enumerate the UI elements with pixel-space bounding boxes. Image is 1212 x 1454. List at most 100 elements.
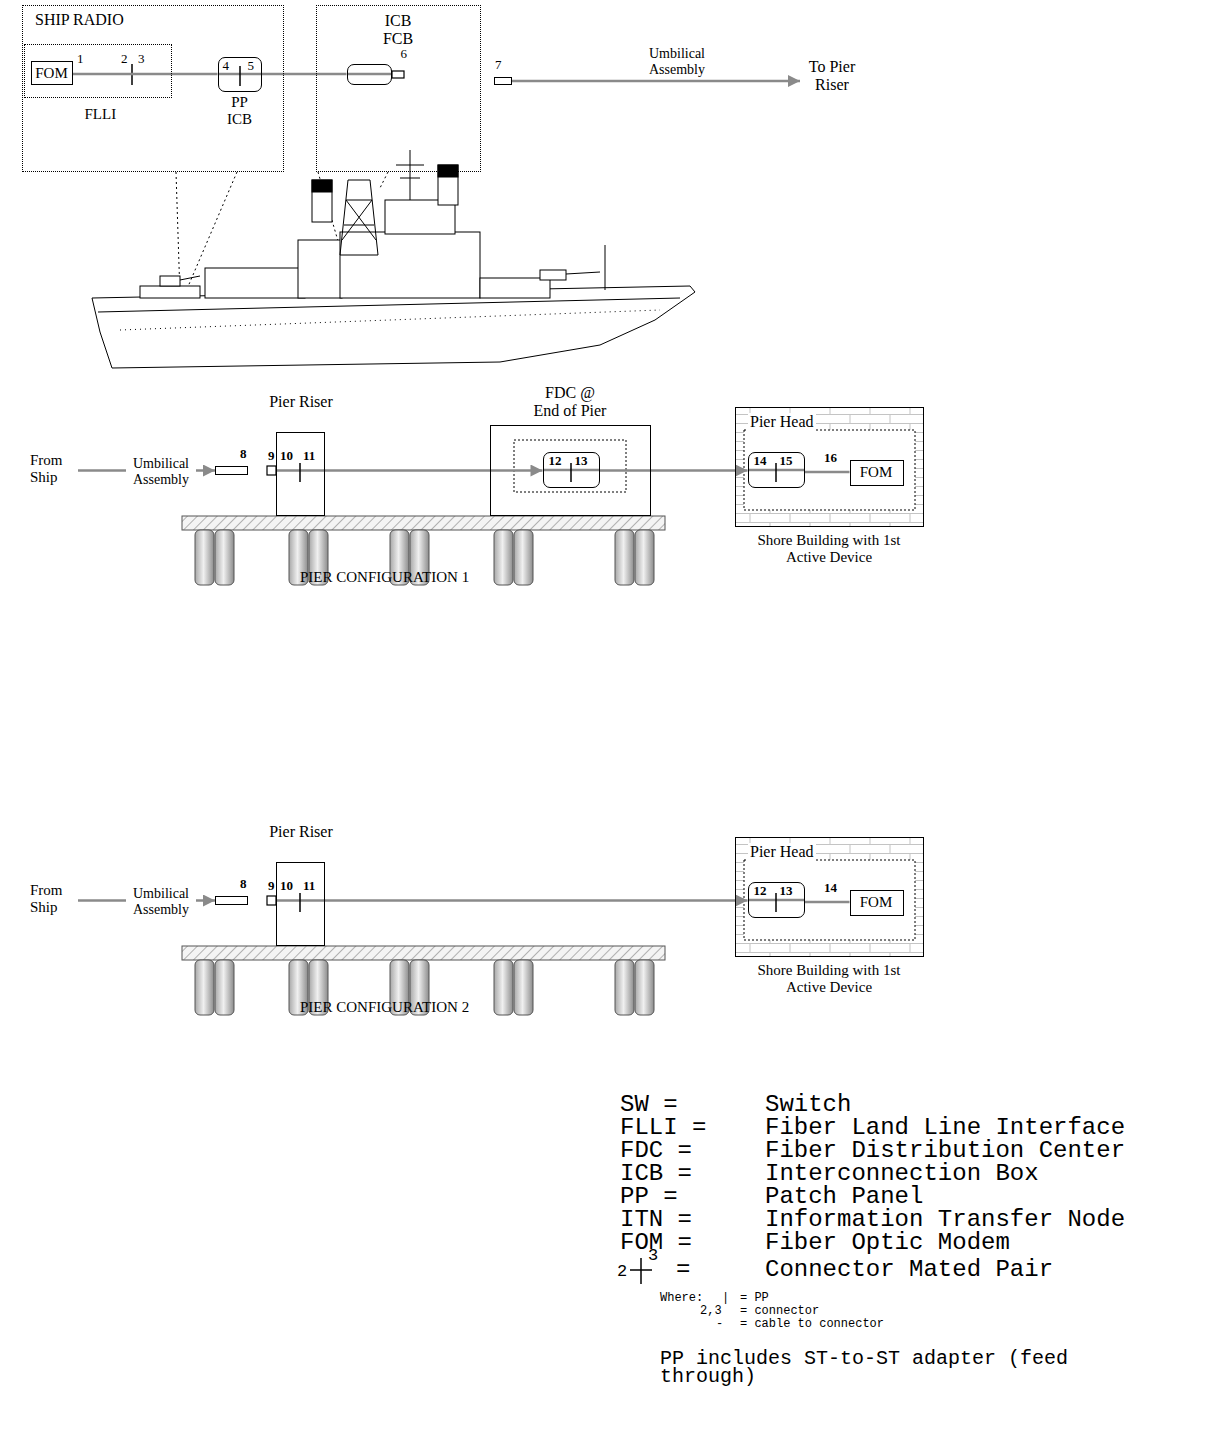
node-label: To Pier Riser (800, 58, 864, 94)
node-label: FOM (860, 464, 893, 481)
note-text: = connector (740, 1305, 819, 1317)
callout-number: 1 (77, 51, 84, 67)
legend-value: Fiber Optic Modem (765, 1231, 1010, 1255)
pier-head-building: Pier HeadShore Building with 1st Active … (735, 837, 924, 957)
modem-box: FOM (31, 61, 73, 85)
pier-head-building: Pier HeadShore Building with 1st Active … (735, 407, 924, 527)
legend-key: ICB = (620, 1162, 692, 1186)
callout-number: 11 (303, 448, 315, 464)
connector-block: 8 (215, 896, 248, 905)
patch-panel: 1213 (748, 882, 805, 918)
callout-number: 2 (121, 51, 128, 67)
callout-number: 14 (824, 880, 837, 896)
fiber-cable (325, 899, 748, 902)
fiber-cable (73, 73, 218, 76)
callout-number: 11 (303, 878, 315, 894)
pier-riser: Pier Riser91011 (276, 862, 325, 946)
node-label: SHIP RADIO (35, 11, 124, 29)
interconnection-box: 6 (347, 64, 392, 85)
pier-structure (182, 407, 924, 1015)
cable-label: Umbilical Assembly (640, 46, 714, 78)
source-label: From Ship (30, 452, 78, 488)
node-label: From Ship (30, 452, 78, 486)
node-label: Pier Riser (263, 393, 339, 411)
callout-number: 10 (280, 878, 293, 894)
pier-riser: Pier Riser91011 (276, 432, 325, 516)
callout-number: 13 (575, 453, 588, 469)
flli-region: FLLIFOM (24, 44, 172, 98)
legend-key: = (676, 1258, 690, 1282)
config-title: PIER CONFIGURATION 1 (300, 569, 469, 586)
legend-value: Connector Mated Pair (765, 1258, 1053, 1282)
legend-key: SW = (620, 1093, 678, 1117)
fdc-inner-panel (514, 440, 626, 492)
callout-number: 3 (138, 51, 145, 67)
icb-region: ICB FCB6 (316, 5, 481, 172)
legend-value: Switch (765, 1093, 851, 1117)
fiber-cable (325, 469, 543, 472)
callout-number: 12 (549, 453, 562, 469)
note-text: = PP (740, 1292, 769, 1304)
note-text: PP includes ST-to-ST adapter (feed throu… (660, 1350, 1140, 1386)
callout-number: 7 (495, 57, 502, 73)
note-text: 2,3 (700, 1305, 722, 1317)
patch-panel: 12 13 (543, 452, 600, 488)
node-label: FOM (860, 894, 893, 911)
node-label: Shore Building with 1st Active Device (749, 962, 909, 996)
destination-label: To Pier Riser (800, 56, 864, 100)
fiber-cable (262, 73, 347, 76)
ship-illustration (92, 150, 695, 368)
callout-number: 14 (754, 453, 767, 469)
fdc-housing: FDC @ End of Pier1213 (490, 425, 651, 516)
legend-key: PP = (620, 1185, 678, 1209)
callout-number: 12 (754, 883, 767, 899)
connector-block: 7 (494, 77, 512, 85)
node-label: Pier Head (748, 413, 816, 431)
note-text: Where: (660, 1292, 703, 1304)
legend-key: FDC = (620, 1139, 692, 1163)
modem-box: FOM (850, 890, 904, 916)
fiber-cable (512, 80, 800, 83)
cable-label: Umbilical Assembly (126, 456, 196, 488)
fiber-cable (805, 471, 850, 474)
note-text: - (716, 1318, 723, 1330)
node-label: Shore Building with 1st Active Device (749, 532, 909, 566)
legend-symbol-number: 2 (617, 1262, 627, 1281)
legend-symbol-number: 3 (648, 1246, 658, 1265)
node-label: ICB FCB (378, 12, 418, 48)
callout-number: 8 (240, 446, 247, 462)
legend-value: Interconnection Box (765, 1162, 1039, 1186)
legend-value: Fiber Distribution Center (765, 1139, 1125, 1163)
note-text: | (722, 1292, 729, 1304)
legend-value: Fiber Land Line Interface (765, 1116, 1125, 1140)
cable-label: Umbilical Assembly (126, 886, 196, 918)
node-label: Pier Riser (263, 823, 339, 841)
callout-number: 16 (824, 450, 837, 466)
node-label: FLLI (85, 106, 117, 123)
legend-value: Information Transfer Node (765, 1208, 1125, 1232)
legend-key: FLLI = (620, 1116, 706, 1140)
node-label: FOM (35, 65, 68, 82)
callout-number: 9 (268, 878, 275, 894)
connector-block: 8 (215, 466, 248, 475)
legend-key: ITN = (620, 1208, 692, 1232)
callout-number: 4 (223, 58, 230, 74)
callout-number: 5 (248, 58, 255, 74)
patch-panel: 14 15 (748, 452, 805, 488)
callout-number: 6 (401, 46, 408, 62)
callout-number: 10 (280, 448, 293, 464)
source-label: From Ship (30, 882, 78, 918)
config-title: PIER CONFIGURATION 2 (300, 999, 469, 1016)
fiber-cable (600, 469, 748, 472)
modem-box: FOM (850, 460, 904, 486)
callout-number: 15 (780, 453, 793, 469)
node-label: Pier Head (748, 843, 816, 861)
patch-panel: 45PP ICB (218, 57, 262, 92)
fiber-cable (805, 901, 850, 904)
node-label: From Ship (30, 882, 78, 916)
callout-number: 8 (240, 876, 247, 892)
callout-number: 9 (268, 448, 275, 464)
node-label: PP ICB (224, 94, 256, 128)
